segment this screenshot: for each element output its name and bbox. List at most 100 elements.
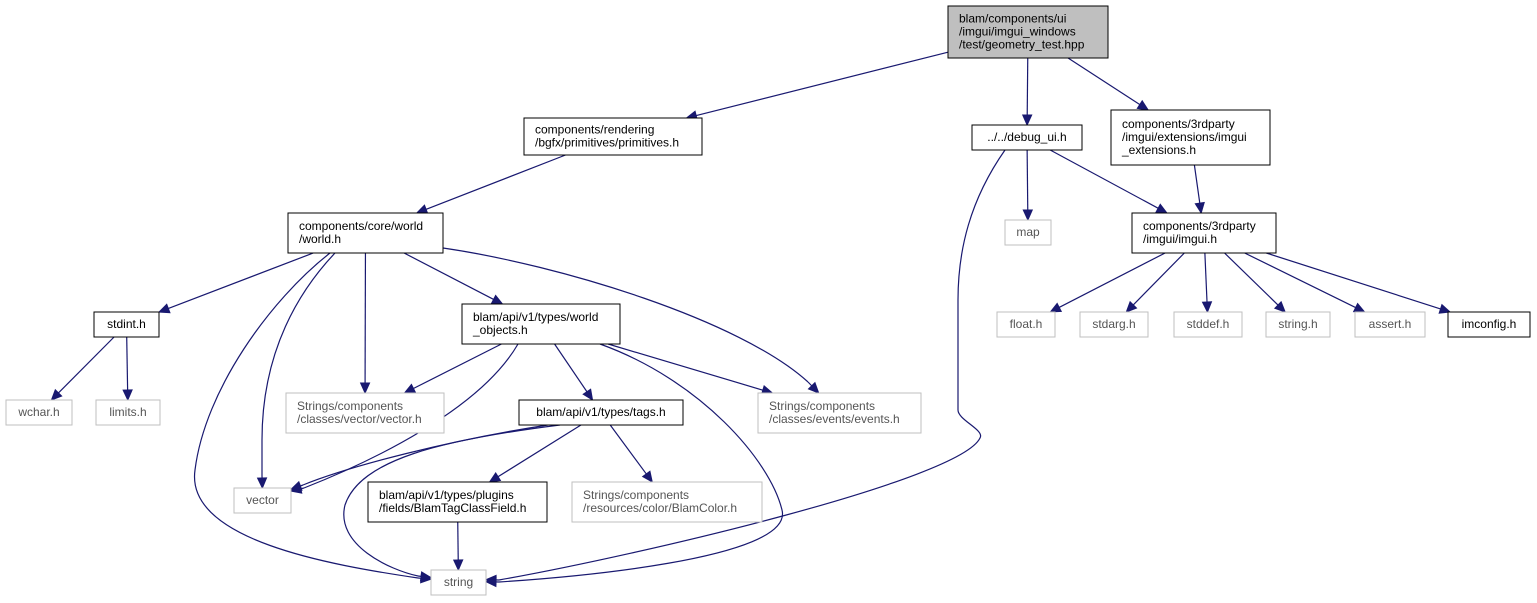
edge-world-to-stdint [157, 252, 314, 314]
node-box [93, 311, 160, 338]
edge-arrowhead [1022, 209, 1034, 222]
edge-arrowhead [359, 382, 371, 395]
edge-root-to-debug_ui [1021, 57, 1033, 127]
node-imgui[interactable]: components/3rdparty/imgui/imgui.h [1131, 212, 1277, 254]
node-box [367, 481, 548, 523]
edge-world_objects-to-string [484, 343, 783, 588]
edge-stdint-to-limits [122, 336, 133, 402]
edge-world-to-world_objects [403, 252, 504, 305]
node-stringh: string.h [1265, 311, 1331, 338]
edge-line [343, 424, 561, 577]
edge-line [554, 343, 589, 394]
node-label-line: float.h [1010, 317, 1043, 331]
node-box [971, 124, 1083, 151]
edge-arrowhead [1125, 300, 1138, 313]
node-box [757, 392, 922, 434]
edge-arrowhead [1194, 201, 1205, 215]
node-map: map [1004, 219, 1052, 246]
node-label-line: /resources/color/BlamColor.h [583, 501, 737, 515]
node-label-line: /imgui/imgui_windows [959, 25, 1076, 39]
node-tags[interactable]: blam/api/v1/types/tags.h [518, 399, 684, 426]
edge-line [1067, 57, 1142, 107]
edge-line [1057, 252, 1166, 309]
node-box [518, 399, 684, 426]
node-debug-ui[interactable]: ../../debug_ui.h [971, 124, 1083, 151]
edge-imgui-to-stdarg [1125, 252, 1185, 313]
edge-world_objects-to-vector_h [403, 343, 502, 394]
edge-arrowhead [490, 294, 504, 305]
node-imgui-ext[interactable]: components/3rdparty/imgui/extensions/img… [1110, 109, 1271, 166]
edge-line [1026, 149, 1029, 213]
node-label-line: blam/api/v1/types/world [473, 310, 598, 324]
node-label-line: /classes/vector/vector.h [297, 412, 422, 426]
node-box [1354, 311, 1426, 338]
edge-arrowhead [641, 470, 653, 483]
node-label-line: _extensions.h [1121, 143, 1196, 157]
node-box [947, 5, 1109, 59]
edge-line [261, 252, 336, 476]
node-box [430, 569, 487, 596]
node-label-line: components/core/world [299, 219, 423, 233]
node-events: Strings/components/classes/events/events… [757, 392, 922, 434]
edge-world_objects-to-tags [554, 343, 594, 402]
edge-line [1131, 252, 1185, 307]
node-world-objects[interactable]: blam/api/v1/types/world_objects.h [461, 303, 621, 345]
edge-arrowhead [1438, 303, 1452, 314]
edge-line [498, 149, 1006, 581]
edge-tags-to-vector [289, 424, 549, 491]
node-label-line: imconfig.h [1462, 317, 1517, 331]
edge-line [166, 252, 314, 310]
edge-arrowhead [1049, 302, 1063, 313]
node-string: string [430, 569, 487, 596]
node-assert: assert.h [1354, 311, 1426, 338]
edge-tags-to-blamcolor [609, 424, 653, 483]
edge-line [1204, 252, 1208, 305]
node-box [996, 311, 1056, 338]
edge-imgui-to-float [1049, 252, 1166, 313]
node-limits: limits.h [95, 399, 161, 426]
edge-line [1193, 164, 1201, 206]
node-stdint[interactable]: stdint.h [93, 311, 160, 338]
node-label-line: blam/api/v1/types/plugins [379, 488, 514, 502]
node-world[interactable]: components/core/world/world.h [287, 212, 444, 254]
node-label-line: Strings/components [583, 488, 689, 502]
edge-line [403, 252, 496, 301]
node-box [5, 399, 73, 426]
node-label-line: string [444, 575, 473, 589]
node-root[interactable]: blam/components/ui/imgui/imgui_windows/t… [947, 5, 1109, 59]
node-stddef: stddef.h [1173, 311, 1243, 338]
edge-world-to-vector_h [359, 252, 371, 395]
file-nodes: blam/components/ui/imgui/imgui_windows/t… [5, 5, 1531, 596]
edge-line [498, 343, 783, 583]
edge-stdint-to-wchar [50, 336, 115, 401]
node-label-line: wchar.h [17, 405, 59, 419]
edge-arrowhead [1155, 203, 1169, 214]
edge-line [496, 424, 582, 479]
edge-line [126, 336, 129, 393]
edge-line [411, 343, 502, 390]
edge-line [607, 343, 765, 392]
edge-arrowhead [807, 381, 820, 394]
node-wchar: wchar.h [5, 399, 73, 426]
node-box [1131, 212, 1277, 254]
edge-line [1244, 252, 1358, 310]
node-label-line: components/3rdparty [1122, 117, 1235, 131]
node-blamtag[interactable]: blam/api/v1/types/plugins/fields/BlamTag… [367, 481, 548, 523]
edge-arrowhead [289, 480, 303, 491]
node-label-line: /bgfx/primitives/primitives.h [535, 136, 679, 150]
node-vector: vector [233, 487, 292, 514]
edge-debug_ui-to-string [484, 149, 1006, 586]
node-label-line: /world.h [299, 232, 341, 246]
node-box [523, 117, 703, 156]
node-label-line: /imgui/imgui.h [1143, 232, 1217, 246]
edge-world-to-events [442, 247, 820, 394]
edge-arrowhead [50, 388, 63, 401]
node-vector-h: Strings/components/classes/vector/vector… [285, 392, 445, 434]
node-label-line: _objects.h [472, 323, 528, 337]
node-primitives[interactable]: components/rendering/bgfx/primitives/pri… [523, 117, 703, 156]
node-imconfig[interactable]: imconfig.h [1447, 311, 1531, 338]
node-label-line: map [1016, 225, 1040, 239]
node-label-line: /classes/events/events.h [769, 412, 900, 426]
edge-primitives-to-world [415, 154, 566, 215]
